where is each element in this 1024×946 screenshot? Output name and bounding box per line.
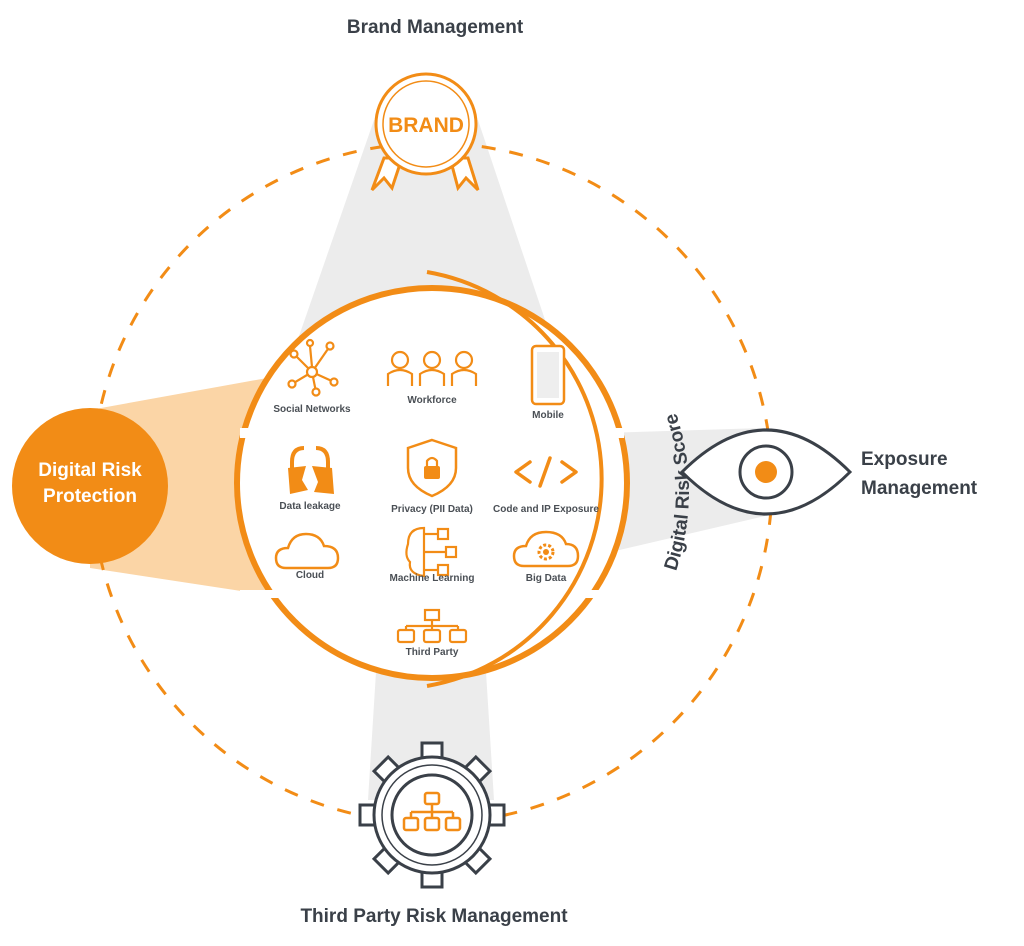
item-privacy: Privacy (PII Data) xyxy=(391,504,473,515)
item-social-networks: Social Networks xyxy=(273,404,351,415)
brain-circuit-icon xyxy=(405,526,458,578)
broken-lock-icon xyxy=(288,446,334,494)
exposure-title-line1: Exposure xyxy=(861,449,948,470)
cloud-icon xyxy=(274,532,340,570)
item-third-party: Third Party xyxy=(406,647,459,658)
cloud-gear-icon xyxy=(512,530,580,568)
item-data-leakage: Data leakage xyxy=(279,501,341,512)
brand-badge-icon: BRAND xyxy=(370,72,480,192)
item-workforce: Workforce xyxy=(407,395,457,406)
item-mobile: Mobile xyxy=(532,410,564,421)
brand-title: Brand Management xyxy=(347,17,524,38)
exposure-title-line2: Management xyxy=(861,478,978,499)
score-arc xyxy=(426,270,604,688)
gear-hierarchy-icon xyxy=(358,741,506,889)
code-brackets-icon xyxy=(514,456,578,488)
band-divider-2 xyxy=(240,590,624,598)
mobile-phone-icon xyxy=(530,344,566,406)
third-party-title: Third Party Risk Management xyxy=(300,906,568,927)
item-code: Code and IP Exposure xyxy=(493,504,599,515)
eye-icon xyxy=(679,428,853,516)
band-divider-1 xyxy=(240,428,624,438)
org-chart-icon xyxy=(396,608,468,644)
item-cloud: Cloud xyxy=(296,570,324,581)
third-party-beam xyxy=(368,640,494,800)
network-nodes-icon xyxy=(287,338,339,397)
item-ml: Machine Learning xyxy=(389,573,474,584)
shield-lock-icon xyxy=(406,438,458,498)
drp-title-line1: Digital Risk xyxy=(38,460,142,481)
brand-badge-text: BRAND xyxy=(388,114,464,137)
item-big-data: Big Data xyxy=(526,573,567,584)
drp-circle xyxy=(12,408,168,564)
people-icon xyxy=(386,350,478,386)
drp-title-line2: Protection xyxy=(43,486,137,507)
